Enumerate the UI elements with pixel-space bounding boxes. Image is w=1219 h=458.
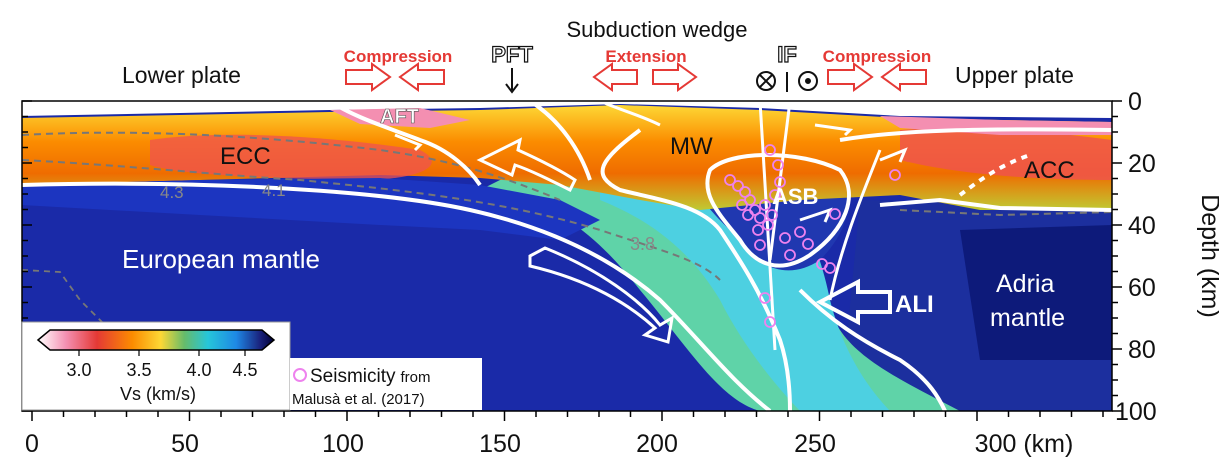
extension-arrow-icon <box>652 62 698 92</box>
asb-shear-arrow <box>799 207 833 223</box>
mw-label: MW <box>670 133 713 160</box>
y-tick-label: 100 <box>1115 398 1157 426</box>
upper-moho-boundary <box>879 197 1112 212</box>
extension-label: Extension <box>605 47 686 66</box>
tomography-section <box>22 101 1112 411</box>
seismicity-citation: Malusà et al. (2017) <box>292 391 425 408</box>
compression-right-label: Compression <box>823 47 932 66</box>
wedge-shear-arrow <box>476 137 577 193</box>
european-mantle-top <box>22 178 600 240</box>
compression-arrow-icon <box>398 62 445 92</box>
colorbar-tick-label: 3.5 <box>126 360 151 380</box>
ali-arrow <box>815 278 892 326</box>
european-mantle-label: European mantle <box>122 244 320 274</box>
adria-mantle-label: Adria <box>996 270 1054 298</box>
contour-value-label: 4.1 <box>262 181 286 200</box>
seismicity-cluster <box>724 144 901 328</box>
if-fault <box>758 101 777 351</box>
acc-dotted <box>958 153 1031 197</box>
x-tick-label: 250 <box>794 430 836 458</box>
top-annotations: Subduction wedge Lower plate Upper plate… <box>122 17 1074 94</box>
upper-plate-surface <box>839 127 1112 142</box>
surface-white-top <box>22 101 1112 118</box>
y-tick-label: 80 <box>1128 336 1156 364</box>
seismicity-legend-box <box>290 358 482 410</box>
surface-pink-left <box>330 108 470 128</box>
extension-arrow-icon <box>592 62 638 92</box>
asb-label: ASB <box>772 184 818 209</box>
seismicity-circle-icon <box>293 368 307 382</box>
deep-boundary <box>798 288 947 411</box>
colorbar-ticks <box>78 350 246 356</box>
pft-fault <box>528 101 592 181</box>
crust-band <box>22 105 1112 210</box>
contour-line <box>899 209 1112 217</box>
wedge-cyan-zone <box>600 159 890 411</box>
backthrust-shear-arrow <box>879 147 908 163</box>
crust-red-core <box>150 134 432 180</box>
y-axis: 0 20 40 60 80 100 Depth (km) <box>22 88 1219 426</box>
contour-line <box>22 159 721 281</box>
contour-value-label: 3.8 <box>630 234 655 254</box>
out-of-page-symbol-icon <box>798 71 818 91</box>
x-axis: 0 50 100 150 200 250 300 (km) <box>25 411 1104 458</box>
ecc-label: ECC <box>220 143 271 170</box>
colorbar-label: Vs (km/s) <box>120 384 196 404</box>
contour-line <box>22 269 112 401</box>
aft-label: AFT <box>380 106 419 128</box>
wedge-title: Subduction wedge <box>566 17 747 42</box>
if-label: IF <box>777 42 797 67</box>
wedge-boundary <box>600 128 792 411</box>
y-tick-label: 0 <box>1128 88 1142 116</box>
if-fault-branch <box>768 101 792 261</box>
x-tick-label: 0 <box>25 430 39 458</box>
colorbar-bar <box>36 329 276 351</box>
x-tick-label: 300 (km) <box>975 430 1074 458</box>
asb-outline <box>705 153 851 268</box>
adria-mantle-label: mantle <box>990 304 1065 332</box>
aft-shear-arrow <box>394 133 423 152</box>
y-tick-label: 60 <box>1128 274 1156 302</box>
x-tick-label: 200 <box>636 430 678 458</box>
ali-label: ALI <box>895 291 934 318</box>
section-labels: AFT ECC MW ASB ACC European mantle Adria… <box>122 106 1075 332</box>
compression-left-label: Compression <box>344 47 453 66</box>
wedge-top-outline <box>599 101 661 127</box>
into-page-symbol-icon <box>756 71 776 91</box>
upper-shear-arrow <box>814 123 854 137</box>
colorbar-tick-label: 3.0 <box>66 360 91 380</box>
x-tick-label: 50 <box>171 430 199 458</box>
x-tick-label: 100 <box>322 430 364 458</box>
pft-down-arrow-icon <box>505 68 519 94</box>
colorbar-legend: 3.0 3.5 4.0 4.5 Vs (km/s) <box>21 321 291 411</box>
y-axis-label: Depth (km) <box>1196 194 1219 318</box>
colorbar-tick-label: 4.5 <box>232 360 257 380</box>
backthrust-fault <box>828 149 882 301</box>
y-tick-label: 40 <box>1128 212 1156 240</box>
compression-arrow-icon <box>880 62 927 92</box>
deep-blue-patch <box>960 225 1112 360</box>
compression-arrow-icon <box>827 62 874 92</box>
upper-plate-label: Upper plate <box>955 62 1074 88</box>
contour-value-label: 4.3 <box>160 183 184 202</box>
acc-label: ACC <box>1024 157 1075 184</box>
pft-label: PFT <box>491 42 533 67</box>
aft-fault <box>328 101 482 187</box>
lower-plate-label: Lower plate <box>122 62 241 88</box>
slab-motion-arrow <box>528 246 675 344</box>
upper-red-core <box>900 128 1112 180</box>
colorbar-tick-label: 4.0 <box>186 360 211 380</box>
moho-boundary <box>22 181 772 411</box>
compression-arrow-icon <box>345 62 392 92</box>
x-tick-label: 150 <box>479 430 521 458</box>
y-tick-label: 20 <box>1128 150 1156 178</box>
